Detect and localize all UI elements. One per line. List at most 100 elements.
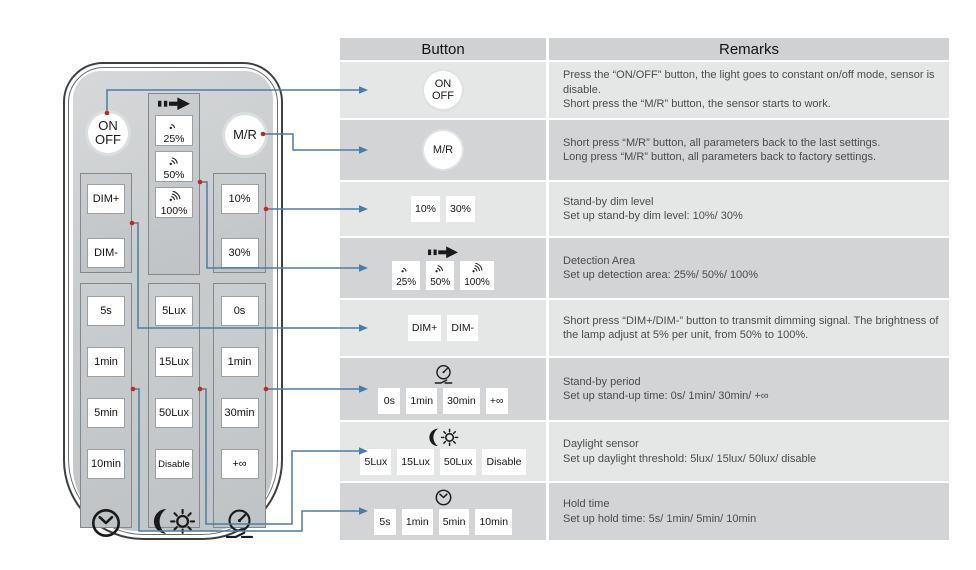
remote-button-label: 5s bbox=[100, 305, 112, 317]
button-figure-btn: +∞ bbox=[485, 388, 508, 415]
remark-text: Short press the “M/R” button, the sensor… bbox=[563, 98, 831, 111]
button-cell-dim: DIM+DIM- bbox=[340, 300, 546, 356]
button-cell-m-r: M/R bbox=[340, 120, 546, 180]
button-figure-label: 50% bbox=[430, 276, 451, 288]
remote-on-off-button[interactable]: ON OFF bbox=[88, 113, 128, 153]
button-cell-detection-area: 25%50%100% bbox=[340, 238, 546, 298]
signal-arcs-icon bbox=[400, 263, 412, 275]
clock-icon bbox=[435, 489, 452, 506]
button-figure-50: 50% bbox=[426, 261, 455, 291]
remote-hold-time-group: 5s 1min 5min 10min bbox=[80, 283, 132, 537]
remote-button-label: 30min bbox=[224, 407, 255, 419]
remote-standby-dim-group: 10% 30% bbox=[213, 173, 266, 273]
remote-button-btn[interactable]: +∞ bbox=[220, 449, 259, 479]
button-figure-5s: 5s bbox=[373, 508, 396, 535]
remote-button-5lux[interactable]: 5Lux bbox=[155, 296, 193, 326]
button-figure-10min: 10min bbox=[475, 508, 513, 535]
button-figure-30: 30% bbox=[446, 196, 476, 222]
remote-button-25[interactable]: 25% bbox=[155, 115, 193, 147]
signal-arcs-icon bbox=[168, 119, 181, 132]
button-figure-on-off: ON OFF bbox=[424, 71, 462, 109]
button-figure-10: 10% bbox=[410, 196, 440, 222]
button-figure-label: 0s bbox=[383, 395, 395, 408]
remote-button-1min[interactable]: 1min bbox=[220, 347, 259, 377]
button-figure-25: 25% bbox=[392, 261, 421, 291]
remarks-cell-m-r: Short press “M/R” button, all parameters… bbox=[549, 120, 949, 180]
remote-button-30[interactable]: 30% bbox=[220, 238, 259, 268]
remark-text: Hold time bbox=[563, 498, 610, 510]
button-figure-label: Disable bbox=[486, 456, 522, 469]
remote-button-label: 100% bbox=[160, 204, 188, 217]
remote-button-label: DIM+ bbox=[92, 193, 120, 205]
button-figure-label: 1min bbox=[405, 515, 429, 528]
remote-button-dim[interactable]: DIM+ bbox=[87, 184, 125, 214]
remote-button-5min[interactable]: 5min bbox=[87, 398, 125, 428]
signal-arcs-icon bbox=[168, 191, 181, 204]
moon-sun-icon bbox=[428, 428, 459, 447]
remark-text: Short press “M/R” button, all parameters… bbox=[563, 136, 881, 149]
remark-text: Set up daylight threshold: 5lux/ 15lux/ … bbox=[563, 452, 817, 465]
remote-button-label: 1min bbox=[227, 356, 252, 368]
button-figure-label: 30min bbox=[447, 395, 476, 408]
remote-button-100[interactable]: 100% bbox=[155, 187, 193, 219]
on-off-label: ON OFF bbox=[95, 118, 121, 147]
remote-dim-group: DIM+ DIM- bbox=[80, 173, 132, 273]
remark-text: Stand-by period bbox=[563, 375, 641, 388]
remark-text: Set up hold time: 5s/ 1min/ 5min/ 10min bbox=[563, 512, 757, 525]
remote-button-0s[interactable]: 0s bbox=[220, 296, 259, 326]
remote-button-10[interactable]: 10% bbox=[220, 184, 259, 214]
remote-mr-button[interactable]: M/R bbox=[225, 115, 265, 155]
remark-text: Set up stand-by dim level: 10%/ 30% bbox=[563, 210, 743, 222]
remote-button-50lux[interactable]: 50Lux bbox=[155, 398, 193, 428]
button-figure-label: 15Lux bbox=[401, 456, 430, 469]
remote-button-5s[interactable]: 5s bbox=[87, 296, 125, 326]
remote-button-label: 5min bbox=[94, 407, 118, 419]
moon-sun-icon bbox=[152, 508, 196, 535]
remote-button-30min[interactable]: 30min bbox=[220, 398, 259, 428]
remote-button-label: 10% bbox=[228, 193, 251, 205]
table-row-dim: DIM+DIM- Short press “DIM+/DIM-” button t… bbox=[340, 300, 949, 356]
remote-button-label: Disable bbox=[158, 458, 190, 470]
button-figure-15lux: 15Lux bbox=[397, 449, 434, 476]
remote-button-label: 1min bbox=[94, 356, 118, 368]
column-divider bbox=[546, 62, 549, 118]
remote-button-label: 30% bbox=[228, 247, 251, 259]
button-cell-hold-time: 5s 1min 5min 10min bbox=[340, 483, 546, 540]
remote-button-15lux[interactable]: 15Lux bbox=[155, 347, 193, 377]
remote-button-label: 10min bbox=[91, 458, 121, 470]
column-divider bbox=[546, 422, 549, 481]
remote-button-label: 25% bbox=[163, 132, 185, 145]
mr-label: M/R bbox=[233, 127, 257, 142]
button-figure-label: 5s bbox=[379, 515, 391, 528]
column-divider bbox=[546, 38, 549, 60]
button-cell-standby-dim-level: 10%30% bbox=[340, 182, 546, 236]
remark-text: Set up stand-up time: 0s/ 1min/ 30min/ +… bbox=[563, 390, 769, 402]
remark-text: Daylight sensor bbox=[563, 438, 639, 450]
button-figure-disable: Disable bbox=[482, 449, 526, 476]
button-figure-0s: 0s bbox=[378, 388, 401, 415]
button-figure-label: 5min bbox=[442, 515, 466, 528]
column-divider bbox=[546, 238, 549, 298]
remark-text: Short press “DIM+/DIM-” button to transm… bbox=[563, 314, 939, 342]
remote-button-label: 50% bbox=[163, 168, 185, 181]
remote-button-1min[interactable]: 1min bbox=[87, 347, 125, 377]
column-divider bbox=[546, 483, 549, 540]
remote-button-dim[interactable]: DIM- bbox=[87, 238, 125, 268]
signal-arcs-icon bbox=[168, 155, 181, 168]
remote-button-10min[interactable]: 10min bbox=[87, 449, 125, 479]
button-figure-m-r: M/R bbox=[424, 131, 462, 169]
button-figure-row: 10%30% bbox=[410, 196, 476, 222]
remote-button-disable[interactable]: Disable bbox=[155, 449, 193, 479]
button-figure-label: 10min bbox=[479, 515, 509, 528]
button-figure-1min: 1min bbox=[401, 508, 433, 535]
button-figure-50lux: 50Lux bbox=[439, 449, 477, 476]
remote-button-50[interactable]: 50% bbox=[155, 151, 193, 183]
remote-standby-period-group: 0s 1min 30min +∞ bbox=[213, 283, 266, 539]
